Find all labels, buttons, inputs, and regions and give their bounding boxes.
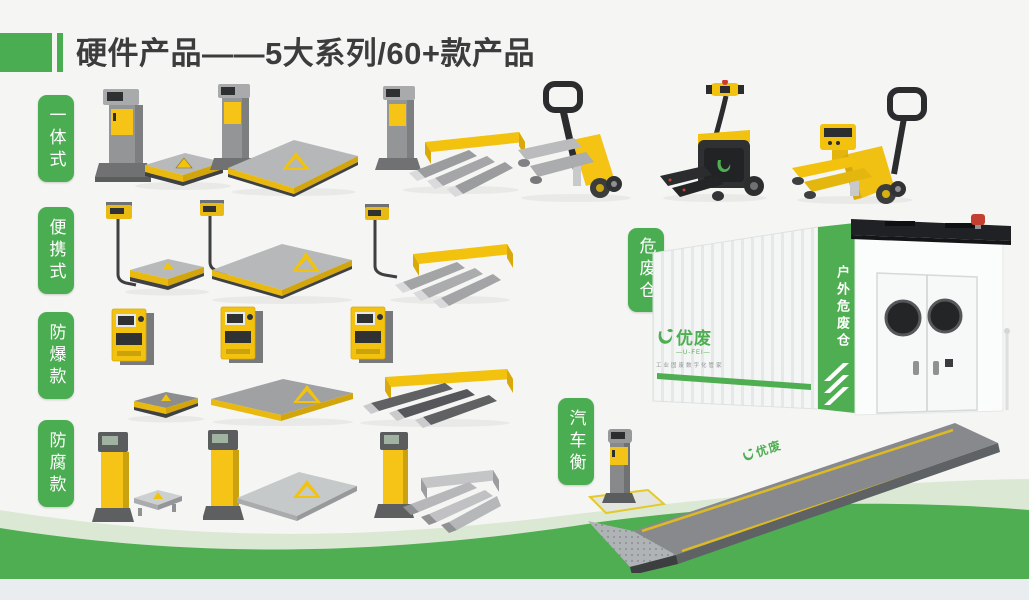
- door-handle: [913, 361, 919, 375]
- brand-leaf-icon: [658, 328, 673, 344]
- truck-fork: [792, 156, 860, 178]
- title-accent-block: [0, 33, 52, 72]
- weighbridge-brand-block: 优废: [739, 436, 783, 465]
- portable-small-platform-scale-image: [106, 202, 209, 296]
- container-brand-block: 优废 —U-FEI— 工业固废数字化管家: [656, 324, 766, 369]
- title-accent-bar: [57, 33, 63, 72]
- weighbridge-indicator-pillar: [587, 429, 667, 515]
- truck-fork: [660, 166, 712, 186]
- truck-scale-image: [587, 423, 1000, 573]
- callout-pill-hazard-warehouse: 危废仓: [628, 228, 664, 312]
- door-porthole: [884, 299, 922, 337]
- category-pill-integrated: 一体式: [38, 95, 74, 182]
- electric-pallet-truck-image: [660, 80, 767, 202]
- container-brand-name: 优废: [676, 329, 712, 348]
- pole-indicator: [106, 202, 137, 287]
- indicator-tower: [95, 89, 151, 182]
- brand-mark: [717, 160, 731, 172]
- pole-indicator: [200, 200, 229, 275]
- truck-handle: [887, 87, 927, 121]
- page-title: 硬件产品——5大系列/60+款产品: [76, 36, 535, 71]
- truck-body: [572, 134, 614, 186]
- category-pill-portable: 便携式: [38, 207, 74, 294]
- indicator-tower: [203, 430, 244, 520]
- door-porthole: [927, 298, 963, 334]
- weighbridge-ramp: [588, 521, 678, 573]
- explosionproof-indicator-box: [350, 306, 393, 363]
- explosionproof-indicator-box: [111, 308, 154, 365]
- u-fork-platform: [403, 470, 501, 533]
- container-brand-latin: —U-FEI—: [676, 350, 711, 356]
- category-pill-explosionproof: 防爆款: [38, 312, 74, 399]
- emergency-button: [722, 80, 728, 85]
- u-fork-platform: [395, 244, 513, 308]
- truck-fork: [672, 176, 724, 197]
- container-brand-slogan: 工业固废数字化管家: [656, 363, 724, 369]
- integrated-floor-scale-image: [210, 84, 358, 197]
- integrated-small-platform-scale-image: [95, 89, 231, 190]
- truck-fork: [518, 138, 582, 160]
- explosionproof-small-platform-scale-image: [111, 308, 204, 423]
- explosionproof-floor-scale-image: [211, 306, 353, 426]
- scale-indicator-head: [820, 124, 856, 160]
- floor-platform: [211, 379, 353, 421]
- truck-handle: [543, 81, 583, 113]
- hazard-warehouse-container-image: [652, 214, 1011, 416]
- truck-fork: [530, 152, 594, 177]
- indicator-tower: [92, 432, 134, 522]
- alarm-beacon: [971, 214, 985, 229]
- u-fork-platform: [409, 132, 525, 197]
- anticorrosion-small-platform-scale-image: [92, 432, 182, 522]
- container-end-face: [854, 230, 1010, 416]
- explosionproof-indicator-box: [220, 306, 263, 363]
- integrated-fork-scale-image: [375, 86, 525, 197]
- container-green-stripe-line: [657, 373, 811, 390]
- floor-platform: [228, 140, 358, 197]
- indicator-tower: [375, 86, 421, 170]
- manual-pallet-truck-image: [518, 81, 631, 202]
- small-platform: [145, 153, 223, 186]
- container-roof: [851, 219, 1011, 245]
- brand-leaf-icon: [742, 448, 754, 461]
- pole-indicator: [365, 204, 398, 279]
- floor-platform: [212, 244, 352, 299]
- portable-floor-scale-image: [200, 200, 352, 304]
- container-stripe-label: 户外危废仓: [835, 264, 850, 350]
- anticorrosion-fork-scale-image: [374, 432, 501, 533]
- indicator-tower: [374, 432, 414, 518]
- anticorrosion-floor-scale-image: [203, 430, 357, 521]
- door-handle: [933, 361, 939, 375]
- explosionproof-fork-scale-image: [350, 306, 513, 428]
- small-platform: [134, 392, 198, 418]
- weighing-pallet-truck-image: [792, 87, 927, 204]
- small-platform: [130, 259, 204, 290]
- indicator-tower: [210, 84, 256, 170]
- container-green-band: [818, 223, 855, 413]
- u-fork-platform: [363, 369, 513, 428]
- container-side-face: [652, 226, 819, 410]
- truck-handle: [706, 80, 744, 96]
- portable-fork-scale-image: [365, 204, 513, 308]
- category-pill-anticorrosion: 防腐款: [38, 420, 74, 507]
- small-platform: [134, 490, 182, 516]
- weighbridge-platform: [633, 423, 1000, 564]
- truck-fork: [804, 168, 872, 192]
- floor-platform: [237, 472, 357, 521]
- callout-pill-truck-scale: 汽车衡: [558, 398, 594, 485]
